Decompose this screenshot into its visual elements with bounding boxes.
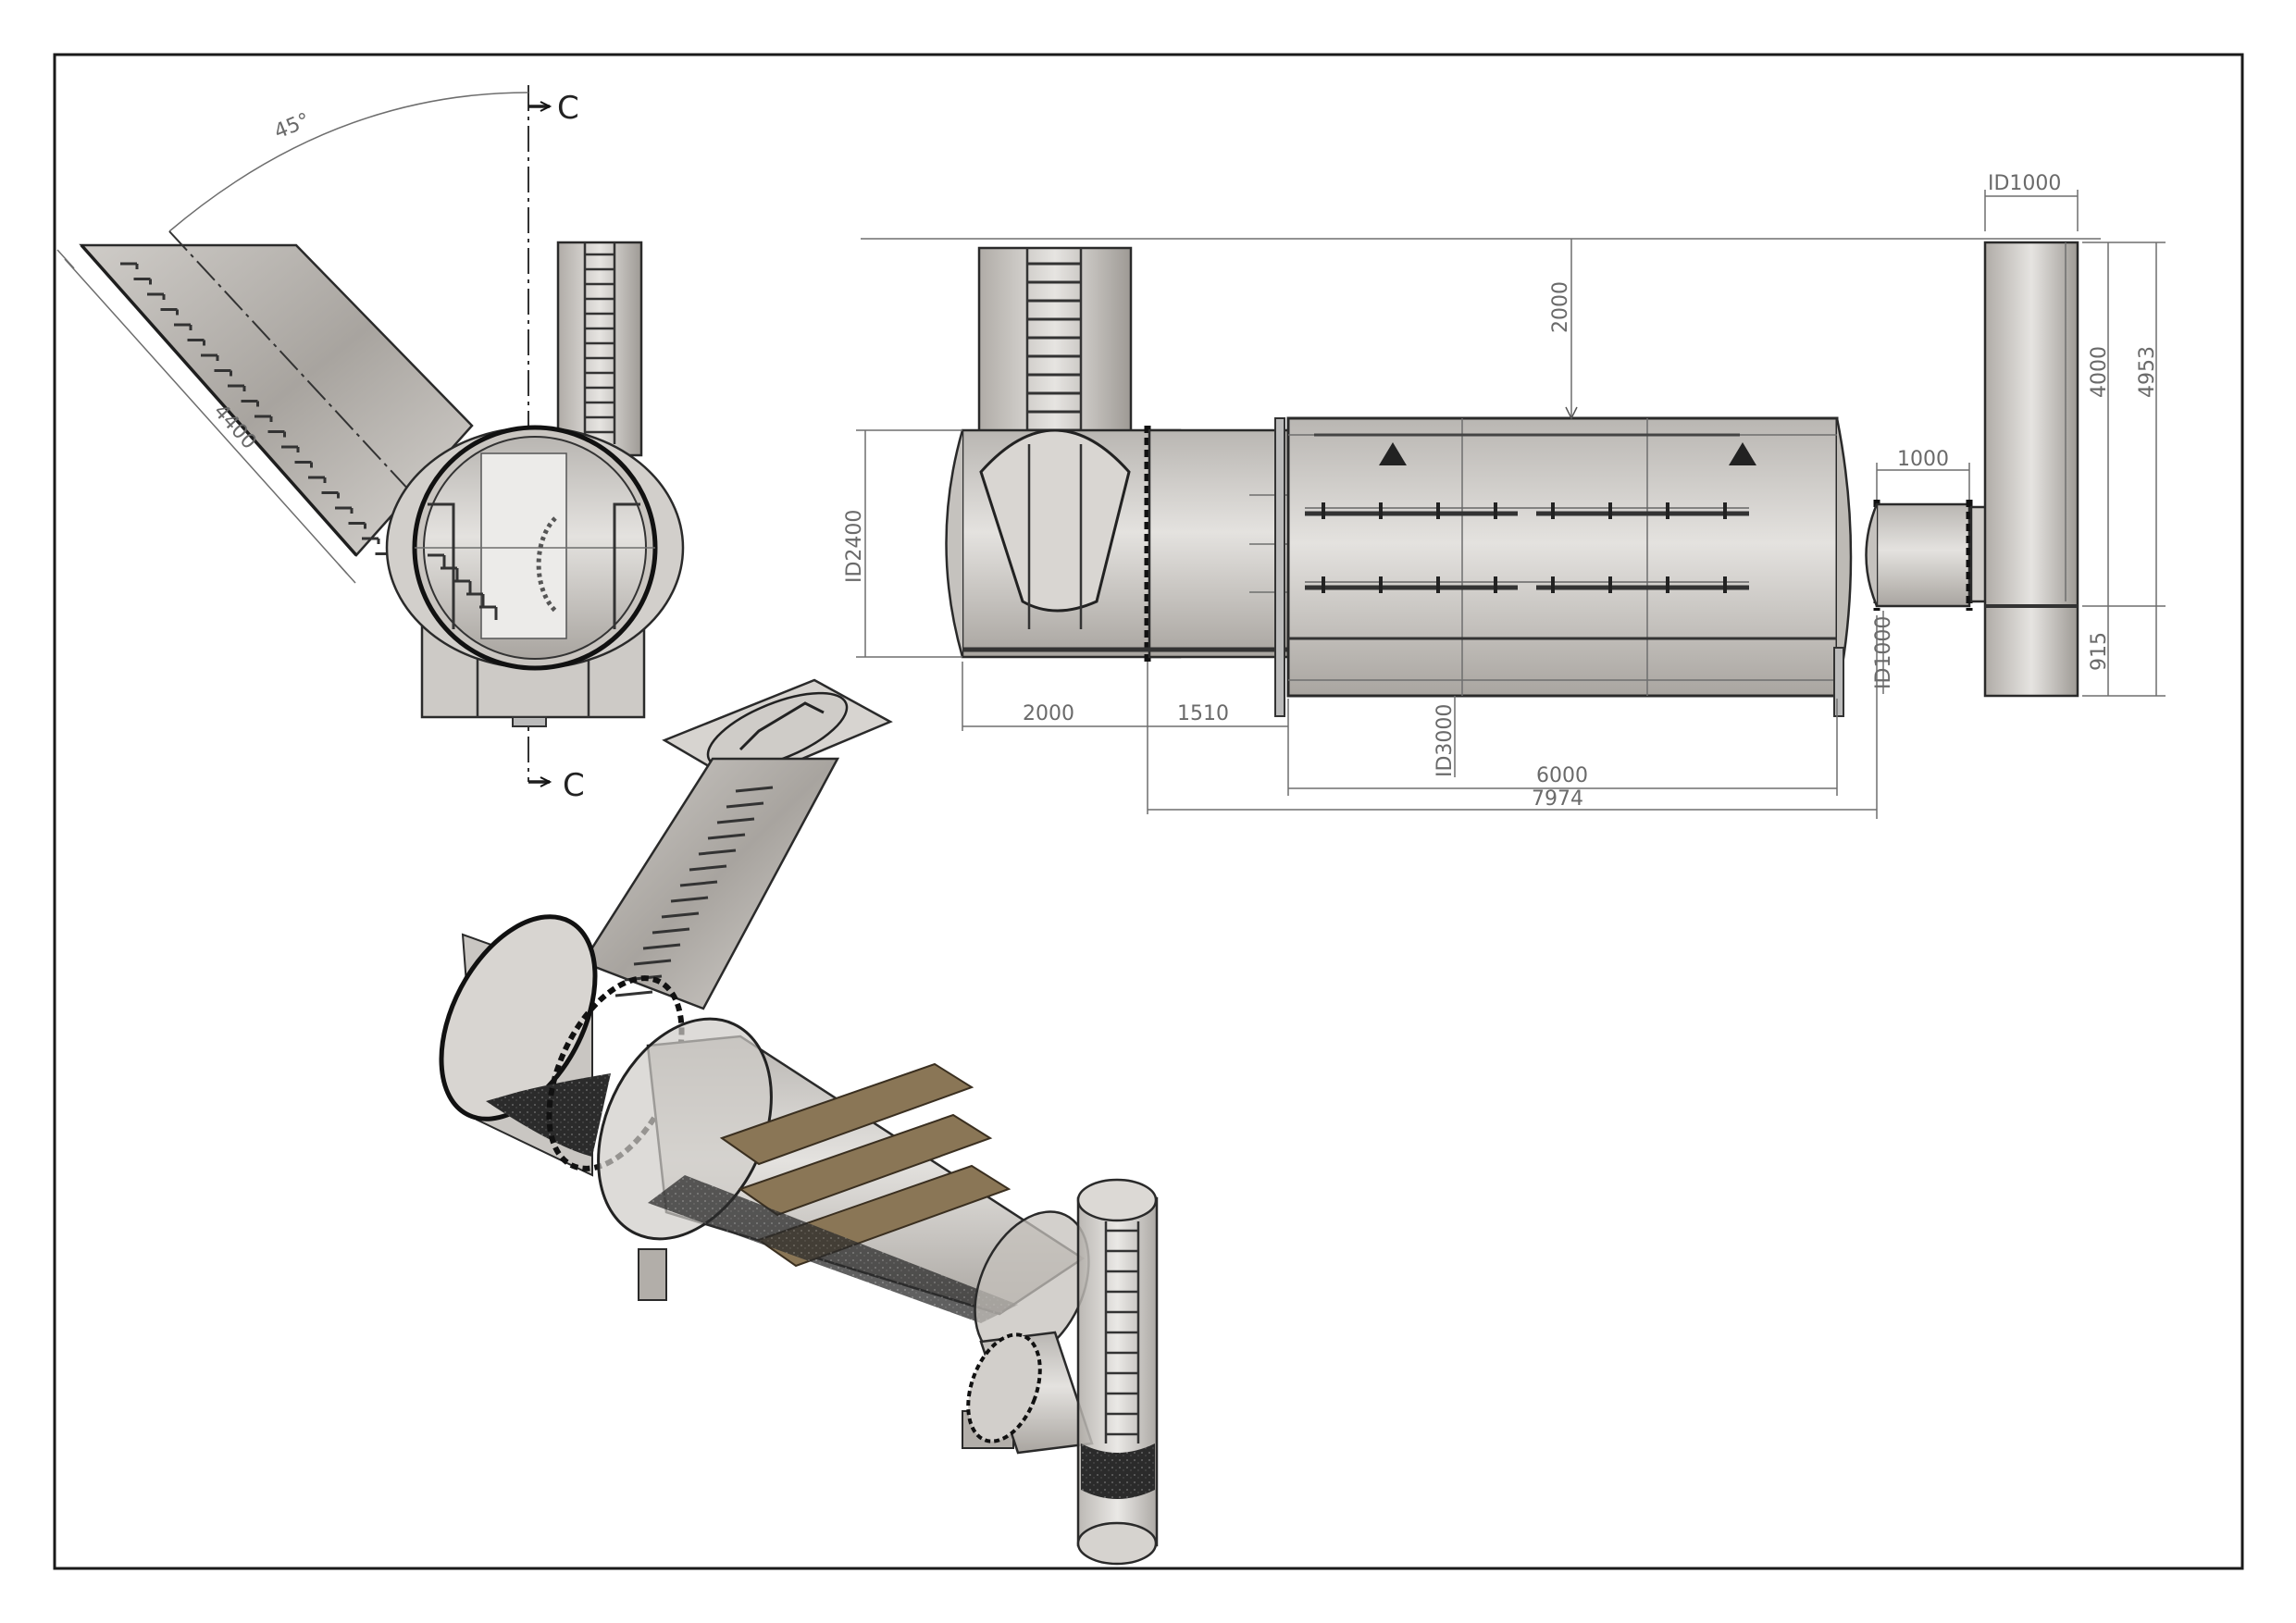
chute-step	[689, 864, 727, 872]
chute-step	[642, 943, 681, 950]
drum-foot-right	[1833, 647, 1844, 717]
base-height-dim: 915	[2088, 632, 2111, 671]
wood-plank	[738, 1113, 993, 1217]
drum-foot-left	[1274, 417, 1285, 717]
lifting-lug-right	[1729, 442, 1756, 465]
chute-step	[698, 849, 737, 856]
shaft-height-dim: 4000	[2088, 346, 2111, 398]
chute-step	[707, 833, 746, 840]
angle-label: 45°	[271, 109, 314, 144]
side-shaft	[556, 241, 643, 457]
pipe-length-dim: 1000	[1897, 448, 1949, 471]
drum-lifters	[1305, 502, 1749, 593]
section-stairs	[428, 553, 498, 620]
iso-chute-steps	[614, 786, 774, 997]
sheet-border	[53, 53, 2244, 1570]
chute-step	[735, 786, 774, 793]
inlet-bellmouth	[979, 428, 1131, 613]
top-clearance-dim: 2000	[1549, 281, 1572, 333]
section-mark-top: C	[557, 90, 579, 127]
side-shaft-ladder	[585, 253, 614, 434]
inlet-length-dim: 2000	[1023, 702, 1074, 725]
iso-sludge	[648, 1175, 1018, 1323]
iso-leg-left	[638, 1248, 667, 1301]
isometric-view	[439, 678, 1159, 1566]
angle-arc	[168, 92, 529, 232]
outlet-id-dim: ID1000	[1988, 172, 2061, 195]
chute-step	[726, 801, 764, 809]
drum-length-dim: 6000	[1536, 764, 1588, 787]
pipe-id-dim: ID1000	[1872, 616, 1895, 689]
outlet-pipe	[1875, 502, 1971, 608]
outlet-shaft	[1983, 241, 2079, 698]
chute-step	[661, 911, 700, 919]
chute-step	[633, 959, 672, 966]
chute-step	[652, 927, 690, 935]
section-view: C C 45° 4400	[56, 85, 685, 804]
overall-length-dim: 7974	[1532, 787, 1583, 811]
chute-step	[670, 896, 709, 903]
inlet-id-dim: ID2400	[843, 510, 866, 583]
transition-length-dim: 1510	[1177, 702, 1229, 725]
iso-shaft-ladder	[1106, 1229, 1138, 1436]
elevation-view: 2000 ID1000 4000 4953 915 1000 ID1000 ID…	[843, 172, 2166, 819]
main-drum	[1286, 416, 1839, 698]
drum-id-dim: ID3000	[1433, 704, 1457, 777]
chute-steps	[120, 262, 393, 560]
lifting-lug-left	[1379, 442, 1407, 465]
chute-step	[716, 817, 755, 824]
wood-plank	[719, 1062, 974, 1166]
chute-step	[679, 880, 718, 887]
chute-step	[614, 990, 653, 997]
overall-height-dim: 4953	[2136, 346, 2159, 398]
section-mark-bottom: C	[563, 767, 585, 804]
